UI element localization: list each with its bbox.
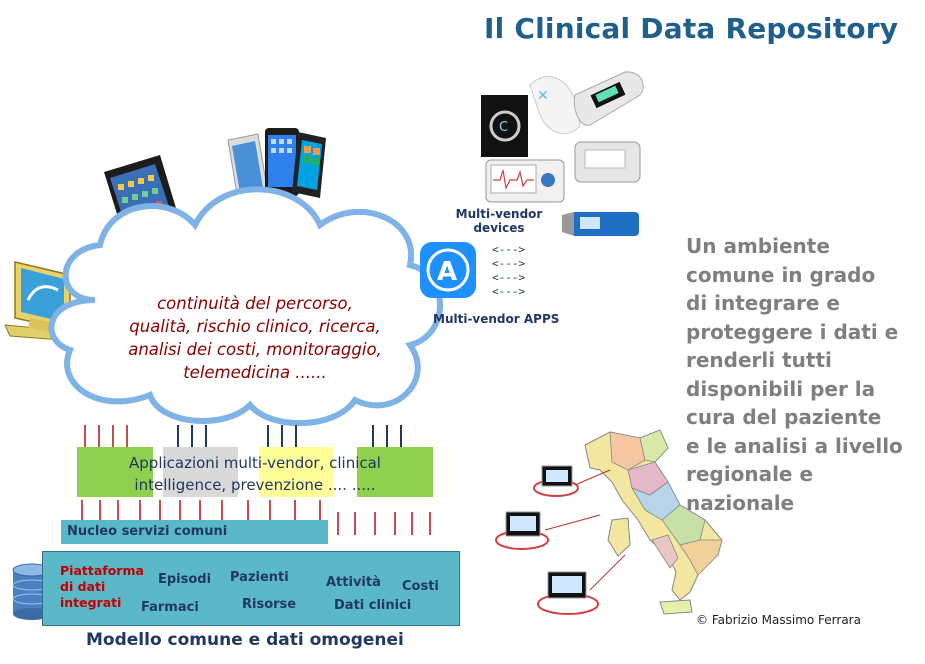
exchange-arrows: <---> <---> <---> <--->	[492, 243, 525, 299]
svg-text:✕: ✕	[537, 88, 549, 104]
description-line: di integrare e	[686, 291, 840, 315]
description-line: comune in grado	[686, 262, 876, 287]
data-platform-box	[42, 551, 460, 626]
cloud-line: analisi dei costi, monitoraggio,	[128, 340, 382, 359]
description-text: Un ambiente comune in grado di integrare…	[686, 232, 921, 517]
svg-text:A: A	[437, 257, 457, 287]
application-boxes	[77, 447, 433, 497]
arrow-line: <--->	[492, 271, 526, 284]
applications-line: intelligence, prevenzione .... .....	[134, 476, 376, 494]
platform-label: Piattaforma di dati integrati	[60, 563, 144, 611]
cloud-line: telemedicina ......	[183, 363, 327, 382]
arrow-line: <--->	[492, 285, 526, 298]
description-line: nazionale	[686, 490, 795, 515]
applications-label: Applicazioni multi-vendor, clinical inte…	[70, 452, 440, 496]
cloud-line: continuità del percorso,	[157, 294, 353, 313]
category-label: Costi	[402, 579, 439, 594]
cloud-shape	[48, 186, 443, 427]
common-services-bar: Nucleo servizi comuni	[61, 520, 328, 544]
devices-label-line: devices	[473, 221, 525, 235]
page-title: Il Clinical Data Repository	[484, 12, 899, 45]
description-line: proteggere i dati e	[686, 319, 899, 344]
devices-label-line: Multi-vendor	[455, 207, 543, 221]
description-line: renderli tutti	[686, 348, 832, 372]
common-model-label: Modello comune e dati omogenei	[86, 630, 404, 650]
applications-line: Applicazioni multi-vendor, clinical	[129, 454, 381, 472]
arrow-line: <--->	[492, 257, 526, 270]
devices-label: Multi-vendor devices	[453, 207, 545, 235]
description-line: regionale e	[686, 462, 814, 486]
arrow-line: <--->	[492, 243, 526, 256]
platform-label-line: di dati	[60, 579, 106, 594]
cloud-text: continuità del percorso, qualità, rischi…	[100, 292, 410, 384]
italy-map-icon	[584, 429, 723, 615]
medical-devices-icon: C ✕	[481, 71, 644, 236]
platform-label-line: integrati	[60, 595, 122, 610]
category-label: Attività	[326, 575, 381, 590]
connector-lines	[81, 425, 431, 535]
platform-label-line: Piattaforma	[60, 563, 144, 578]
category-label: Farmaci	[141, 600, 199, 615]
description-line: cura del paziente	[686, 405, 882, 429]
copyright-text: © Fabrizio Massimo Ferrara	[696, 613, 861, 627]
category-label: Episodi	[158, 572, 212, 587]
description-line: disponibili per la	[686, 376, 876, 401]
apps-caption: Multi-vendor APPS	[433, 312, 560, 326]
description-line: e le analisi a livello	[686, 433, 903, 458]
workstation-icons	[495, 465, 626, 615]
category-label: Dati clinici	[334, 598, 412, 613]
category-label: Pazienti	[230, 570, 289, 585]
cloud-line: qualità, rischio clinico, ricerca,	[129, 317, 381, 336]
app-store-icon: A	[420, 242, 476, 298]
description-line: Un ambiente	[686, 234, 830, 258]
category-label: Risorse	[242, 597, 297, 612]
svg-text:C: C	[499, 120, 508, 135]
